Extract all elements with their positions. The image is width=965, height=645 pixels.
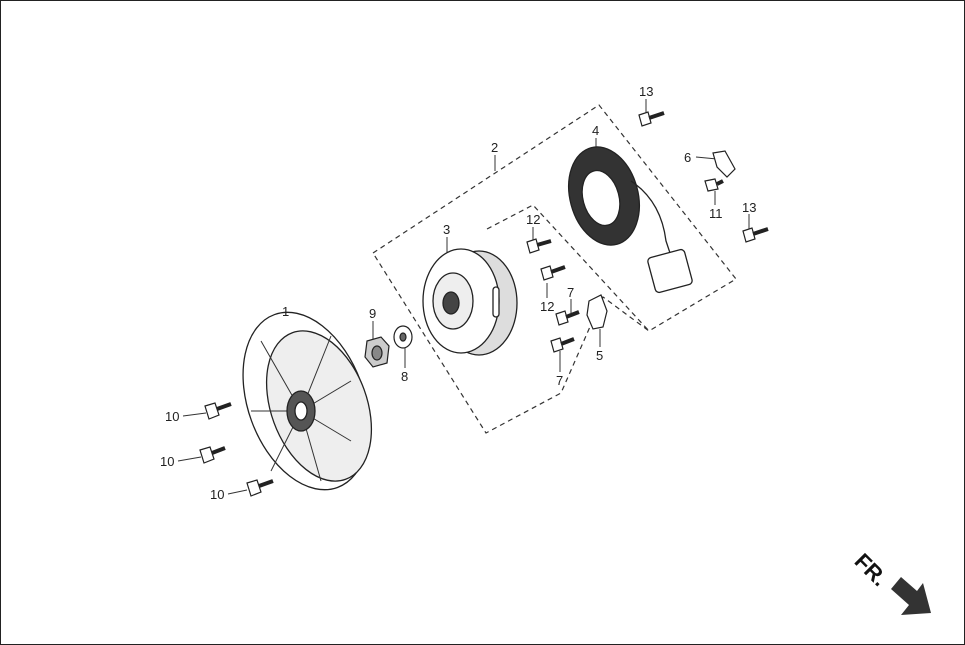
bolt-10a xyxy=(204,402,232,420)
assembly-group-outlines xyxy=(372,104,737,434)
bolt-13a xyxy=(638,111,665,127)
callout-5: 5 xyxy=(596,348,603,363)
callout-7a: 7 xyxy=(567,285,574,300)
callout-3: 3 xyxy=(443,222,450,237)
callout-6: 6 xyxy=(684,150,691,165)
callout-12b: 12 xyxy=(540,299,554,314)
callout-10a: 10 xyxy=(165,409,179,424)
group-2-outline xyxy=(372,104,737,434)
washer-part xyxy=(393,325,413,349)
callout-13a: 13 xyxy=(639,84,653,99)
bolts xyxy=(199,111,769,497)
bolt-12b xyxy=(540,265,566,281)
callout-1: 1 xyxy=(282,304,289,319)
arrow-down-right-icon xyxy=(891,577,931,615)
bolt-7a xyxy=(555,310,580,326)
bolt-13b xyxy=(742,227,769,243)
nut-part xyxy=(364,336,390,368)
flywheel-part xyxy=(422,248,518,356)
bolt-10b xyxy=(199,446,226,464)
callout-7b: 7 xyxy=(556,373,563,388)
callout-8: 8 xyxy=(401,369,408,384)
bracket-part xyxy=(586,150,736,330)
bolt-7b xyxy=(550,337,575,353)
cooling-fan-part xyxy=(242,311,373,491)
bolt-12a xyxy=(526,238,552,254)
callout-2: 2 xyxy=(491,140,498,155)
callout-12a: 12 xyxy=(526,212,540,227)
callout-13b: 13 xyxy=(742,200,756,215)
callout-4: 4 xyxy=(592,123,599,138)
callout-10b: 10 xyxy=(160,454,174,469)
callout-10c: 10 xyxy=(210,487,224,502)
group-sub-outline xyxy=(486,204,650,332)
bolt-10c xyxy=(246,479,274,497)
bolt-11 xyxy=(704,178,724,192)
callout-11: 11 xyxy=(709,206,723,221)
stator-part xyxy=(568,146,693,294)
callout-9: 9 xyxy=(369,306,376,321)
leader-lines xyxy=(177,99,750,495)
front-direction-label: FR. xyxy=(850,548,893,591)
callout-labels: 1 2 3 4 5 6 7 7 8 9 10 10 10 11 12 12 13… xyxy=(160,84,756,502)
